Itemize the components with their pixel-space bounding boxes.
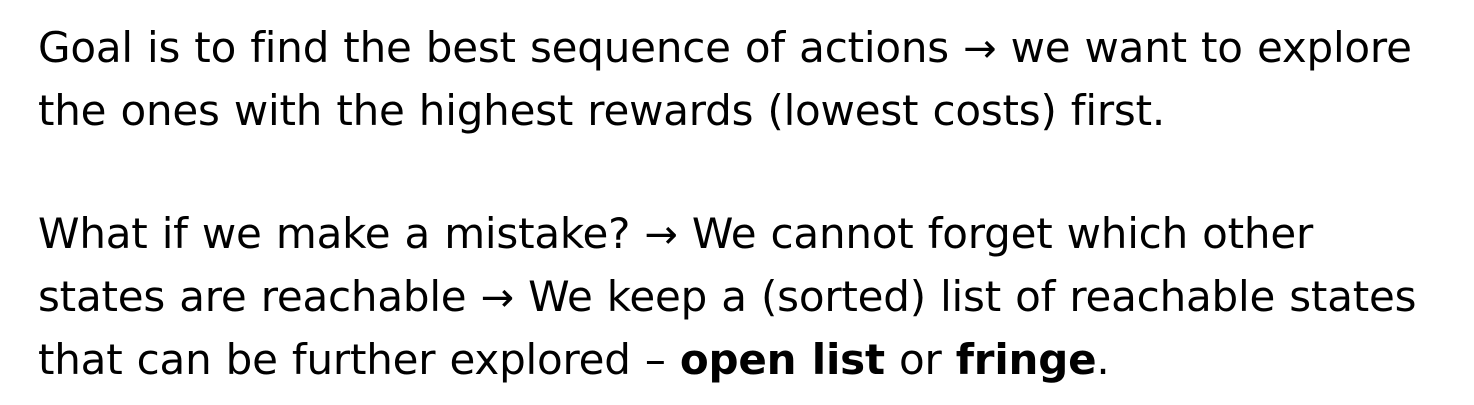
right-arrow-icon: → xyxy=(644,212,678,258)
text-states-reachable: states are reachable xyxy=(38,272,467,321)
term-open-list: open list xyxy=(679,335,885,384)
text-further-explored: that can be further explored – xyxy=(38,335,680,384)
paragraph-mistake-line-3: that can be further explored – open list… xyxy=(38,329,1458,391)
slide-body: Goal is to find the best sequence of act… xyxy=(38,17,1458,391)
right-arrow-icon: → xyxy=(480,275,515,321)
text-mistake-question: What if we make a mistake? xyxy=(38,209,631,258)
text-keep-list: We keep a (sorted) list of reachable sta… xyxy=(528,272,1417,321)
text-period: . xyxy=(1096,335,1110,384)
right-arrow-icon: → xyxy=(963,26,997,72)
text-or: or xyxy=(899,335,942,384)
paragraph-mistake-line-1: What if we make a mistake? → We cannot f… xyxy=(38,203,1458,266)
term-fringe: fringe xyxy=(955,335,1097,384)
text-cannot-forget: We cannot forget which other xyxy=(691,209,1314,258)
text-goal-start: Goal is to find the best sequence of act… xyxy=(38,23,949,72)
paragraph-goal-line-2: the ones with the highest rewards (lowes… xyxy=(38,86,1166,135)
paragraph-mistake: What if we make a mistake? → We cannot f… xyxy=(38,203,1458,391)
paragraph-mistake-line-2: states are reachable → We keep a (sorted… xyxy=(38,266,1458,329)
paragraph-goal-line-1: Goal is to find the best sequence of act… xyxy=(38,17,1458,80)
text-goal-explore: we want to explore xyxy=(1010,23,1412,72)
paragraph-goal: Goal is to find the best sequence of act… xyxy=(38,17,1458,142)
